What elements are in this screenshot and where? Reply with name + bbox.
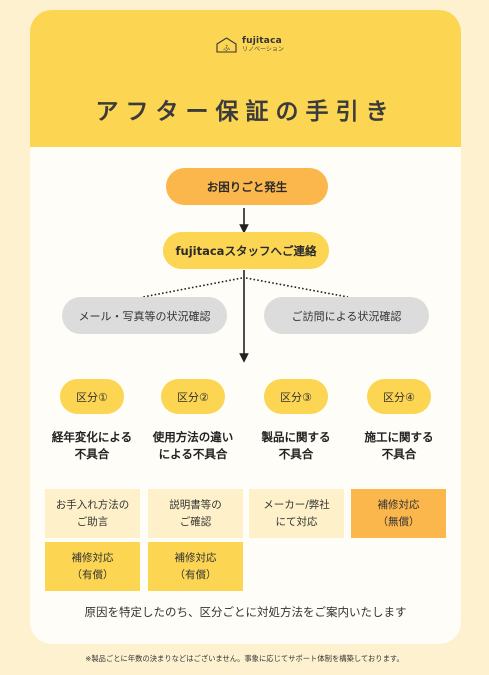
header-band [30, 10, 461, 147]
trouble-node: お困りごと発生 [166, 168, 328, 205]
visit-check-node: ご訪問による状況確認 [264, 297, 429, 334]
dotted-branch-left [142, 277, 243, 298]
category-label-2: 使用方法の違い による不具合 [152, 429, 234, 461]
svg-text:ふ: ふ [223, 44, 230, 52]
dotted-branch-right [245, 277, 349, 298]
response-manual-check: 説明書等の ご確認 [148, 489, 243, 538]
category-badge-3: 区分③ [264, 379, 328, 414]
page-title: アフター保証の手引き [95, 99, 396, 125]
category-badge-2: 区分② [161, 379, 225, 414]
contact-node: fujitacaスタッフへご連絡 [163, 232, 329, 269]
house-icon: ふ [216, 37, 237, 53]
brand-sub: リノベーション [242, 45, 284, 53]
footnote: ※製品ごとに年数の決まりなどはございません。事象に応じてサポート体制を構築してお… [85, 654, 404, 663]
brand-logo: ふ fujitaca リノベーション [216, 36, 284, 53]
flow-connectors [142, 208, 349, 363]
brand-name: fujitaca [242, 36, 282, 47]
category-badge-4: 区分④ [367, 379, 431, 414]
response-free-repair: 補修対応 （無償） [351, 489, 446, 538]
guide-card: ふ fujitaca リノベーション アフター保証の手引き お困りごと発生 fu… [30, 10, 461, 644]
category-label-4: 施工に関する 不具合 [364, 429, 434, 461]
response-paid-repair-1: 補修対応 （有償） [45, 542, 140, 591]
category-label-3: 製品に関する 不具合 [261, 429, 331, 461]
response-paid-repair-2: 補修対応 （有償） [148, 542, 243, 591]
footer-message: 原因を特定したのち、区分ごとに対処方法をご案内いたします [84, 605, 407, 619]
category-label-1: 経年変化による 不具合 [51, 429, 133, 461]
remote-check-node: メール・写真等の状況確認 [62, 297, 227, 334]
response-care-advice: お手入れ方法の ご助言 [45, 489, 140, 538]
response-maker-handling: メーカー/弊社 にて対応 [249, 489, 344, 538]
category-badge-1: 区分① [60, 379, 124, 414]
